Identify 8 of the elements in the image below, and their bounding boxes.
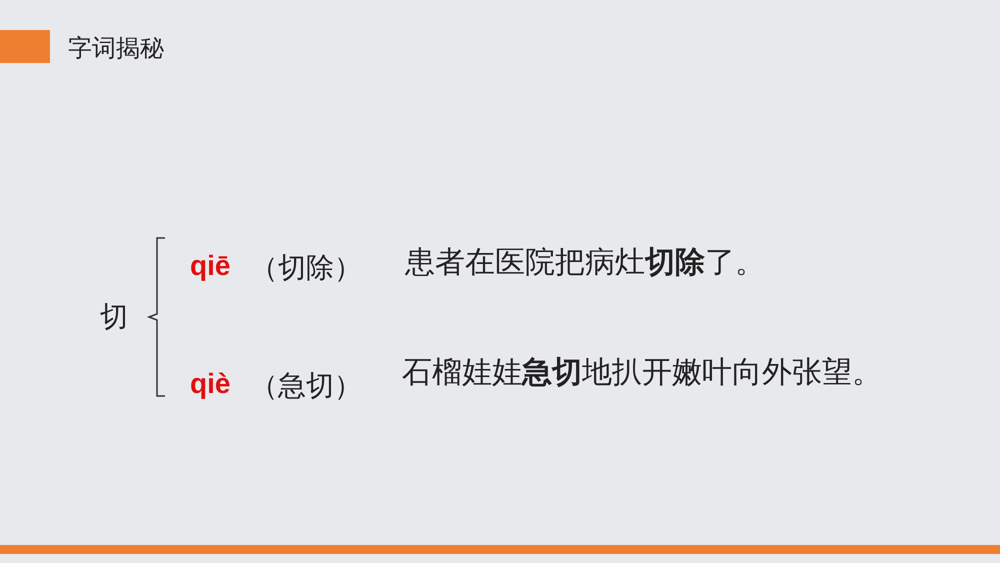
example-sentence: 患者在医院把病灶切除了。 (405, 244, 765, 282)
example-word: （切除） (250, 250, 362, 286)
character: 切 (100, 299, 128, 335)
slide-title: 字词揭秘 (68, 33, 164, 64)
example-word: （急切） (250, 368, 362, 404)
pinyin: qiè (190, 368, 230, 400)
example-sentence: 石榴娃娃急切地扒开嫩叶向外张望。 (402, 354, 882, 392)
pinyin: qiē (190, 250, 230, 282)
